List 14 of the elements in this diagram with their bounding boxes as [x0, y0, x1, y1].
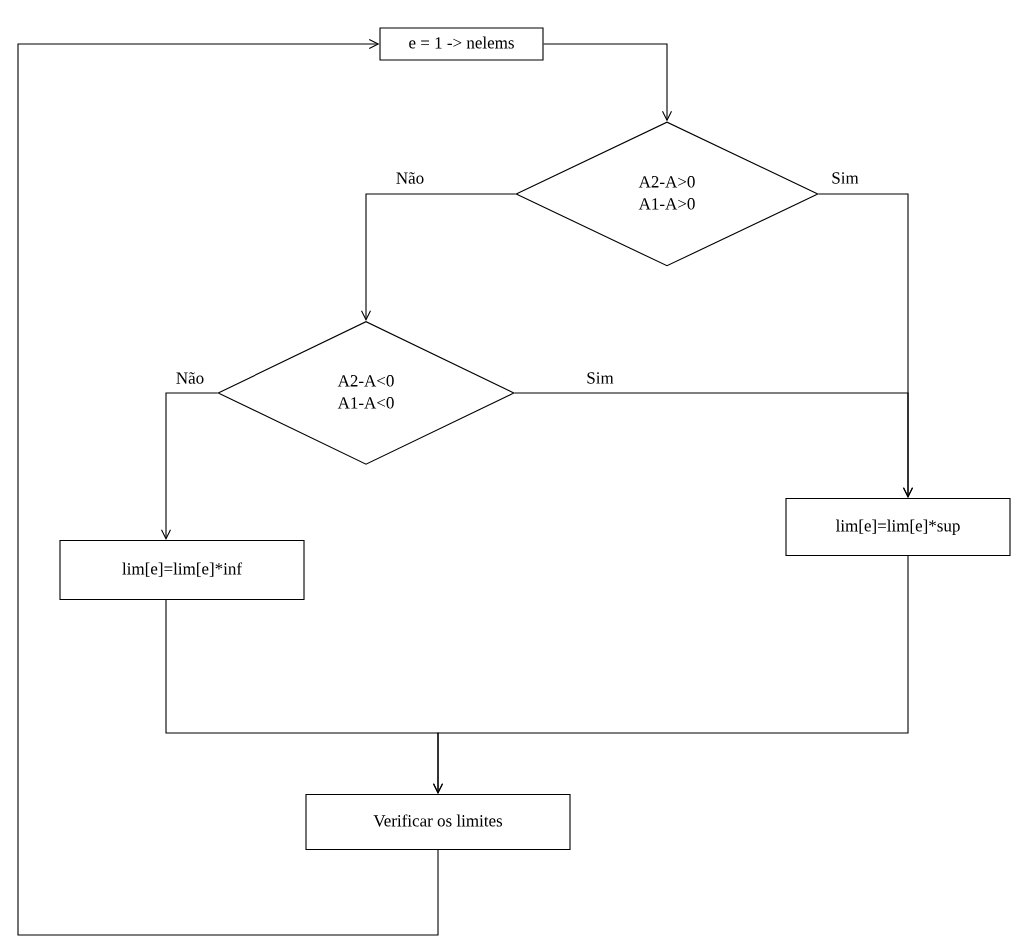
process-box: e = 1 -> nelems	[379, 27, 544, 61]
edge-label: Sim	[585, 371, 615, 385]
process-box: Verificar os limites	[305, 793, 571, 851]
arrow	[543, 43, 673, 122]
arrow	[514, 392, 914, 498]
edge-label: Não	[174, 371, 206, 385]
process-box: lim[e]=lim[e]*inf	[59, 539, 305, 601]
edge-label: Sim	[830, 171, 860, 185]
edge-label: Não	[394, 171, 426, 185]
arrow	[160, 392, 218, 540]
arrow	[17, 38, 439, 936]
arrow	[432, 555, 909, 794]
arrow	[360, 193, 516, 321]
process-box: lim[e]=lim[e]*sup	[785, 497, 1011, 557]
